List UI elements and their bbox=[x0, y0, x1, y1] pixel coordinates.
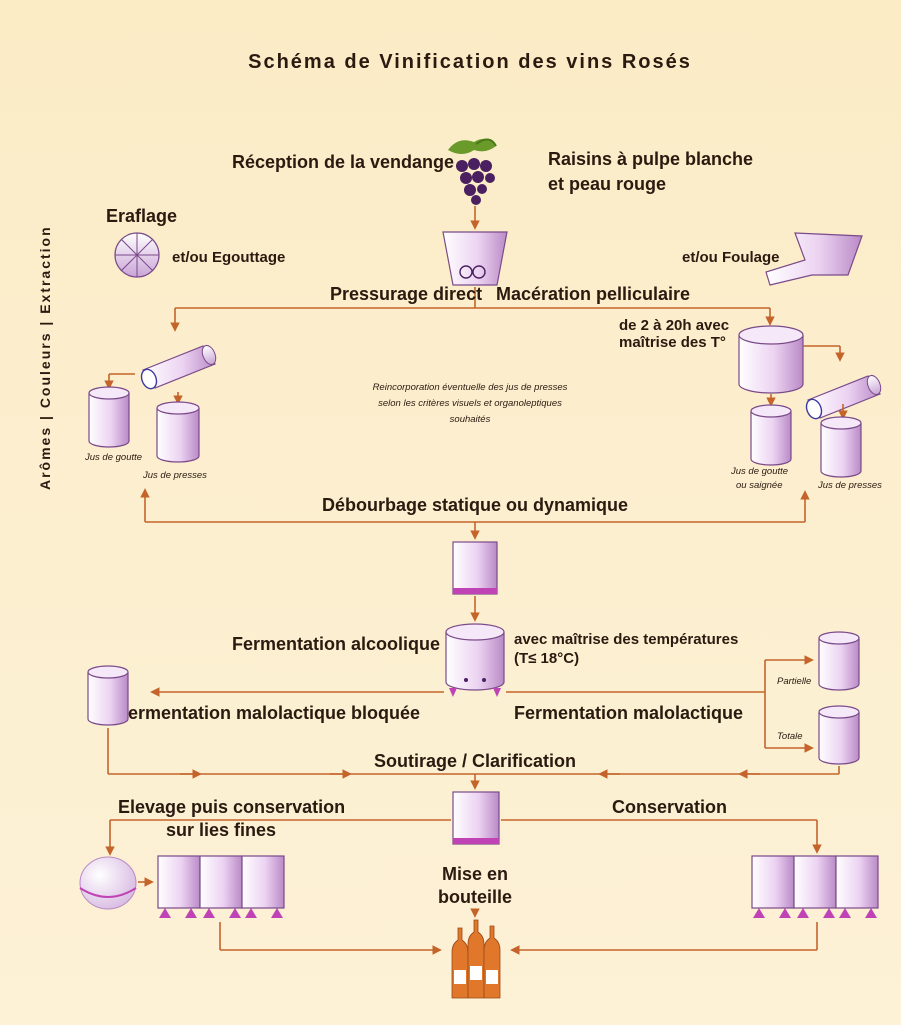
jus-goutte-left-label: Jus de goutte bbox=[84, 452, 142, 463]
jus-presses-right-label: Jus de presses bbox=[817, 480, 882, 491]
maceration-label: Macération pelliculaire bbox=[496, 284, 690, 304]
diagram-title: Schéma de Vinification des vins Rosés bbox=[248, 51, 692, 73]
reincorporation-line-3: souhaités bbox=[450, 414, 491, 425]
jus-goutte-right-label-2: ou saignée bbox=[736, 480, 782, 491]
malo-bloquee-label: Fermentation malolactique bloquée bbox=[117, 703, 420, 723]
egrappoir-icon bbox=[114, 232, 160, 278]
reincorporation-line-2: selon les critères visuels et organolept… bbox=[378, 398, 562, 409]
tank-jus-presses-left bbox=[156, 401, 200, 463]
partielle-label: Partielle bbox=[777, 676, 811, 687]
side-label: Arômes | Couleurs | Extraction bbox=[37, 225, 53, 490]
grape-icon bbox=[448, 138, 497, 205]
duree-label-2: maîtrise des T° bbox=[619, 334, 726, 351]
settling-tank bbox=[452, 541, 498, 595]
tank-jus-presses-right bbox=[820, 416, 862, 478]
totale-label: Totale bbox=[777, 731, 803, 742]
tank-jus-goutte-right bbox=[750, 404, 792, 466]
malo-label: Fermentation malolactique bbox=[514, 703, 743, 723]
mise-label-2: bouteille bbox=[438, 887, 512, 907]
pneumatic-press-left bbox=[140, 344, 217, 390]
foulage-label: et/ou Foulage bbox=[682, 249, 780, 266]
duree-label-1: de 2 à 20h avec bbox=[619, 317, 729, 334]
bottles-icon bbox=[451, 919, 501, 999]
tank-partielle bbox=[818, 631, 860, 691]
reception-label: Réception de la vendange bbox=[232, 152, 454, 172]
egouttage-label: et/ou Egouttage bbox=[172, 249, 285, 266]
pressurage-label: Pressurage direct bbox=[330, 284, 482, 304]
fermenter-tank bbox=[445, 623, 505, 697]
pneumatic-press-right bbox=[805, 374, 882, 420]
tank-battery-right bbox=[751, 855, 879, 918]
raisins-label-1: Raisins à pulpe blanche bbox=[548, 149, 753, 169]
hopper-press-icon bbox=[442, 231, 508, 286]
barrel-icon bbox=[79, 856, 137, 910]
mise-label-1: Mise en bbox=[442, 864, 508, 884]
jus-goutte-right-label-1: Jus de goutte bbox=[730, 466, 788, 477]
soutirage-label: Soutirage / Clarification bbox=[374, 751, 576, 771]
temperature-label-2: (T≤ 18°C) bbox=[514, 650, 579, 667]
tank-battery-left bbox=[157, 855, 285, 918]
maceration-tank bbox=[738, 325, 804, 394]
tank-jus-goutte-left bbox=[88, 386, 130, 448]
jus-presses-left-label: Jus de presses bbox=[142, 470, 207, 481]
raisins-label-2: et peau rouge bbox=[548, 174, 666, 194]
eraflage-label: Eraflage bbox=[106, 206, 177, 226]
lies-label: sur lies fines bbox=[166, 820, 276, 840]
temperature-label-1: avec maîtrise des températures bbox=[514, 631, 738, 648]
debourbage-label: Débourbage statique ou dynamique bbox=[322, 495, 628, 515]
conservation-label: Conservation bbox=[612, 797, 727, 817]
reincorporation-line-1: Reincorporation éventuelle des jus de pr… bbox=[373, 382, 568, 393]
elevage-label: Elevage puis conservation bbox=[118, 797, 345, 817]
fermentation-alc-label: Fermentation alcoolique bbox=[232, 634, 440, 654]
fouloir-icon bbox=[765, 232, 863, 286]
tank-malo-bloquee bbox=[87, 665, 129, 726]
tank-totale bbox=[818, 705, 860, 765]
clarification-tank bbox=[452, 791, 500, 845]
